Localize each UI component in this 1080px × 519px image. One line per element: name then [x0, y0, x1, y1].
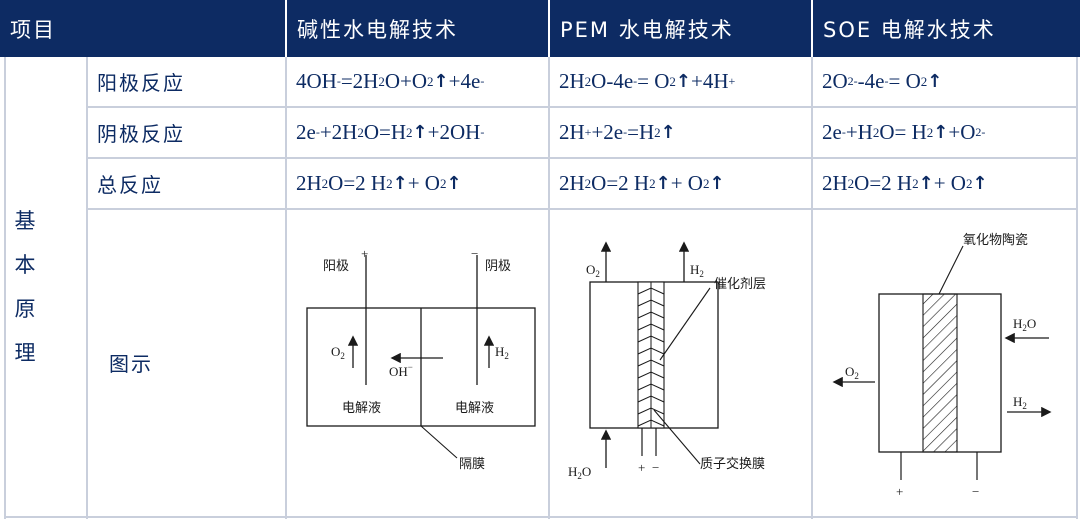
- catalyst-hatching: [637, 287, 665, 427]
- header-soe-label: SOE 电解水技术: [823, 17, 996, 42]
- grid-vline: [4, 57, 6, 519]
- pem-plus-sign: +: [638, 460, 645, 475]
- water-label: H2O: [1013, 316, 1036, 333]
- pem-diagram: O2 H2 催化剂层 质子交换膜 + − H2O: [568, 241, 766, 481]
- grid-hline: [86, 106, 1078, 108]
- membrane-label: 质子交换膜: [700, 456, 765, 472]
- ceramic-pointer: [938, 245, 964, 295]
- grid-hline: [4, 516, 1078, 518]
- alkaline-diagram: + − 阳极 阴极 O2 H2 OH− 电解液 电解液 隔膜: [306, 246, 536, 472]
- row-label-total: 总反应: [97, 173, 163, 197]
- diaphragm-label: 隔膜: [459, 457, 485, 472]
- header-soe: SOE 电解水技术: [813, 0, 1080, 57]
- catalyst-pointer: [659, 287, 711, 361]
- section-label: 基 本 原 理: [0, 205, 50, 381]
- h2-label: H2: [690, 262, 704, 279]
- row-label-diagram: 图示: [109, 351, 153, 376]
- grid-vline: [86, 57, 88, 519]
- grid-vline: [1076, 57, 1078, 519]
- section-label-char: 理: [14, 341, 36, 365]
- grid-vline: [811, 57, 813, 519]
- electrolyte-right-label: 电解液: [455, 401, 494, 416]
- h2-label: H2: [1013, 394, 1027, 411]
- soe-plus-sign: +: [896, 484, 903, 499]
- header-pem: PEM 水电解技术: [550, 0, 811, 57]
- o2-label: O2: [845, 364, 859, 381]
- header-item: 项目: [0, 0, 285, 57]
- section-label-char: 基: [14, 209, 36, 233]
- grid-vline: [285, 57, 287, 519]
- grid-vline: [548, 57, 550, 519]
- cathode-label: 阴极: [485, 259, 511, 274]
- electrolyte-left-label: 电解液: [342, 401, 381, 416]
- anode-plus-sign: +: [361, 246, 368, 261]
- section-label-char: 原: [14, 297, 36, 321]
- diaphragm-pointer: [420, 425, 458, 459]
- header-pem-label: PEM 水电解技术: [560, 17, 734, 42]
- grid-hline: [86, 157, 1078, 159]
- header-item-label: 项目: [10, 17, 56, 42]
- row-label-anode: 阳极反应: [97, 71, 185, 95]
- soe-minus-sign: −: [972, 484, 979, 499]
- grid-hline: [86, 208, 1078, 210]
- o2-label: O2: [331, 344, 345, 361]
- o2-label: O2: [586, 262, 600, 279]
- soe-diagram: 氧化物陶瓷 H2O O2 H2 + −: [832, 232, 1052, 499]
- section-label-char: 本: [14, 253, 36, 277]
- anode-label: 阳极: [323, 259, 349, 274]
- header-alkaline: 碱性水电解技术: [287, 0, 548, 57]
- ceramic-label: 氧化物陶瓷: [963, 232, 1028, 248]
- cathode-minus-sign: −: [471, 246, 478, 261]
- h2-label: H2: [495, 344, 509, 361]
- ceramic-electrolyte: [922, 293, 958, 453]
- oh-label: OH−: [389, 362, 413, 379]
- pem-minus-sign: −: [652, 460, 659, 475]
- membrane-pointer: [653, 409, 701, 465]
- row-label-cathode: 阴极反应: [97, 122, 185, 146]
- catalyst-label: 催化剂层: [714, 277, 766, 292]
- water-label: H2O: [568, 464, 591, 481]
- header-alkaline-label: 碱性水电解技术: [297, 17, 458, 42]
